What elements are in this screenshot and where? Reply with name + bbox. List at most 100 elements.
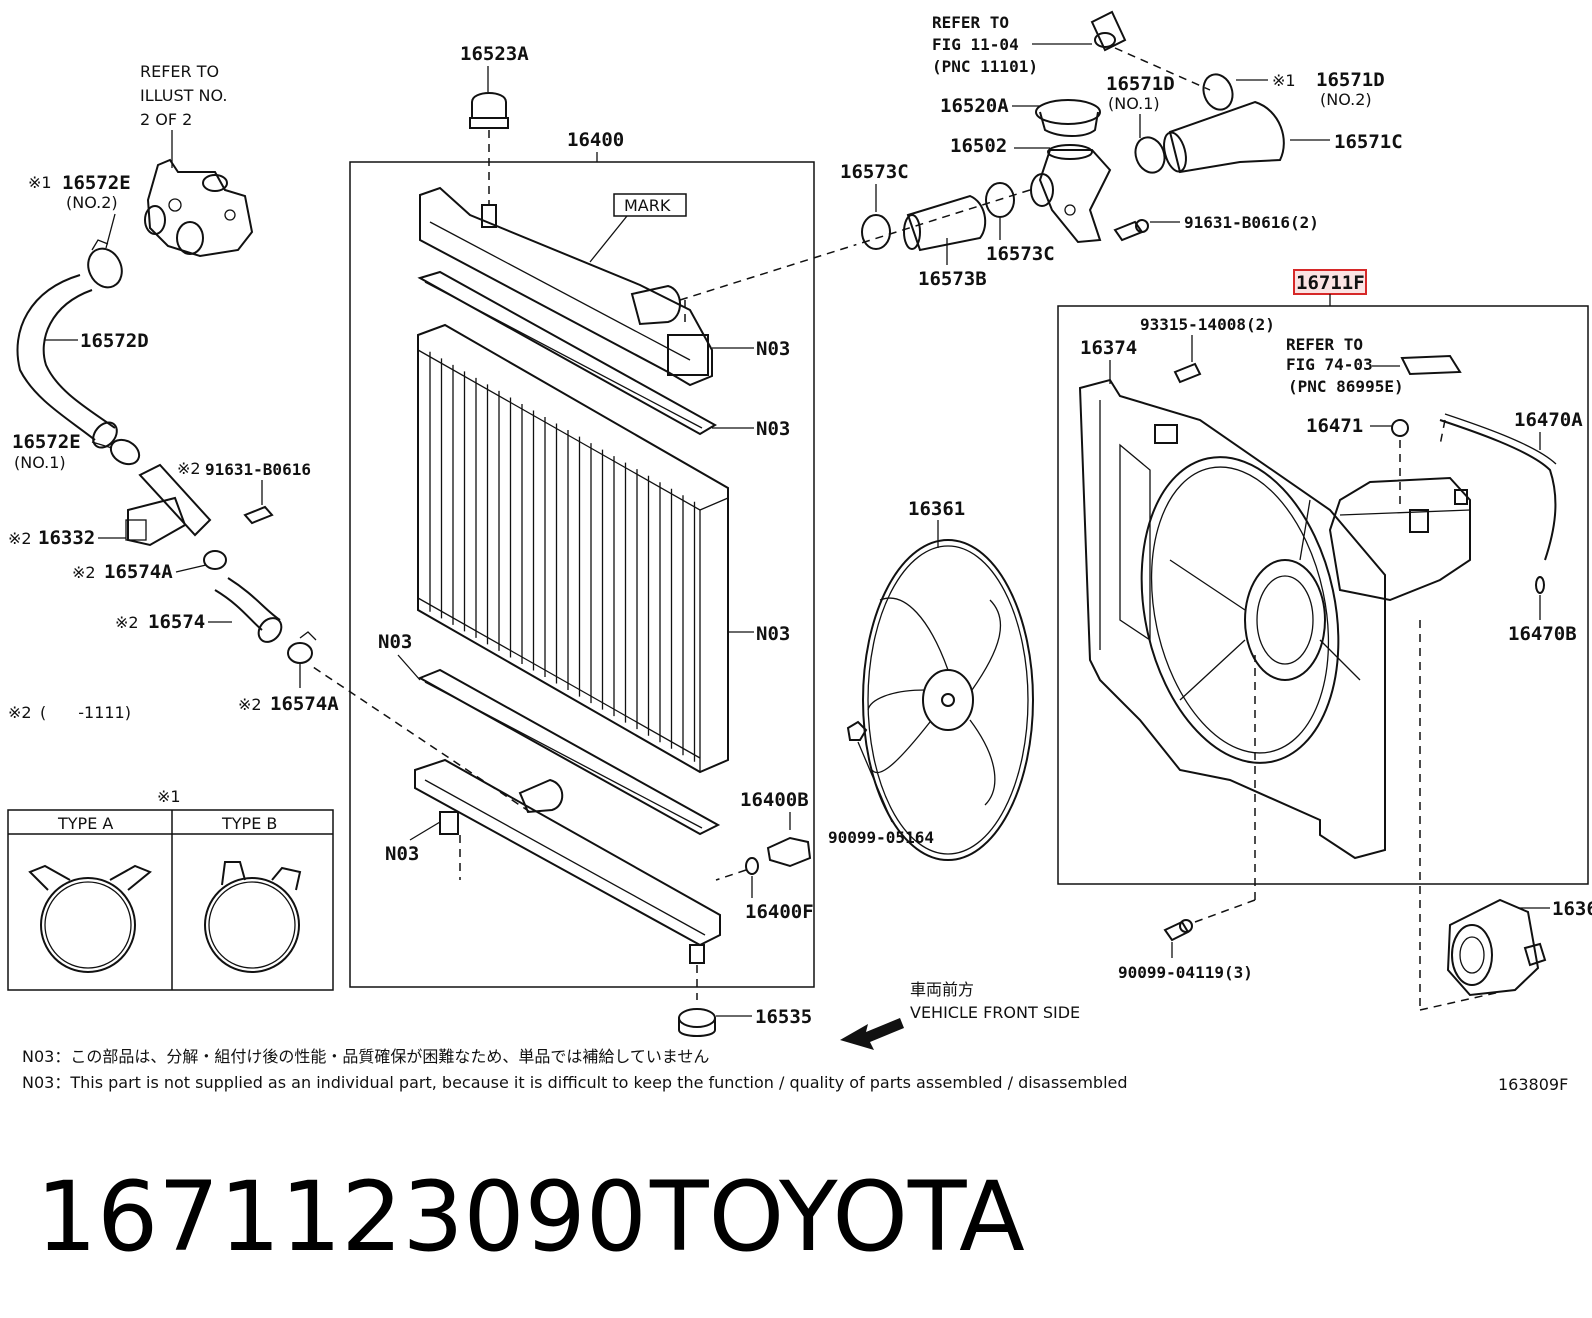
drain-cock: 16400B 16400F [715,789,814,923]
radiator-lower-gasket: N03 [378,631,721,836]
label-16572E-upper: ※1 16572E (NO.2) [28,172,131,249]
direction-en: VEHICLE FRONT SIDE [910,1003,1080,1022]
refer-fig-11-04: REFER TO FIG 11-04 (PNC 11101) [932,10,1211,91]
arrow-left-icon [840,1018,904,1050]
hose-16572D: 16572D [16,274,149,449]
part-label-16573B: 16573B [918,268,987,290]
fan-shroud [1078,378,1386,860]
part-label-16400F: 16400F [745,901,814,923]
part-label-16572D: 16572D [80,330,149,352]
mark-2: ※2 [8,529,32,548]
lower-grommet: 16535 [678,1006,812,1037]
mark-2: ※2 [115,613,139,632]
part-label: 16572E [12,431,81,453]
footnote-mark-2: ※2 ( -1111) [8,703,131,722]
mark-1: ※1 [157,787,181,806]
radiator-outlet: 16502 [854,135,1112,246]
part-label-90099-05164: 90099-05164 [828,828,934,847]
fan-motor: 16363 [1419,620,1592,1011]
refer-line-3: (PNC 11101) [932,57,1038,76]
part-label-16400B: 16400B [740,789,809,811]
label-16574A-lower: ※2 16574A [238,631,339,715]
label-16571D-no2: ※1 16571D (NO.2) [1202,69,1385,111]
refer-line-3: (PNC 86995E) [1288,377,1404,396]
refer-illust-note: REFER TO ILLUST NO. 2 OF 2 [140,62,227,168]
part-label-16471: 16471 [1306,415,1363,437]
label-16332: ※2 16332 [8,527,126,549]
mark-1: ※1 [28,173,52,192]
part-label-N03-core: N03 [756,623,790,645]
type-b-label: TYPE B [221,814,277,833]
reserve-tank [1328,476,1471,602]
mark-2: ※2 [177,459,201,478]
part-label: 91631-B0616(2) [1184,213,1319,232]
radiator-core: N03 [417,323,790,774]
note-range: ( -1111) [40,703,131,722]
part-sub: (NO.1) [1108,94,1160,113]
mark-2: ※2 [238,695,262,714]
radiator-assembly-box: 16400 [349,129,815,988]
part-label-16361: 16361 [908,498,965,520]
radiator-upper-gasket: N03 [417,270,790,440]
brand-name: TOYOTA [649,1161,1025,1273]
label-16571D-no1: 16571D (NO.1) [1106,73,1175,174]
part-label: 16574 [148,611,205,633]
water-inlet-housing [144,158,254,258]
part-label-16400: 16400 [567,129,624,151]
fan-nut: 90099-05164 [828,720,934,847]
radiator-cap: 16520A [940,95,1101,137]
shroud-callouts: 93315-14008(2) 16374 REFER TO FIG 74-03 … [1080,315,1583,645]
refer-line-3: 2 OF 2 [140,110,192,129]
hose-clamp-lower [109,438,141,466]
part-label-16374: 16374 [1080,337,1137,359]
part-label: 91631-B0616 [205,460,311,479]
refer-line-1: REFER TO [1286,335,1363,354]
part-label: 16574A [270,693,339,715]
refer-line-1: REFER TO [932,13,1009,32]
part-sub: (NO.2) [1320,90,1372,109]
part-label-16573C-2: 16573C [986,243,1055,265]
mark-callout: MARK [589,193,687,263]
hose-16571C: 16571C [1163,100,1403,174]
caption: 1671123090 TOYOTA [36,1161,1025,1273]
part-label-N03-lower-gasket: N03 [378,631,412,653]
part-label-16535: 16535 [755,1006,812,1028]
clamp-type-table: ※1 TYPE A TYPE B [7,787,334,991]
part-label: 16332 [38,527,95,549]
part-label-16363: 16363 [1552,898,1592,920]
note-jp: N03：この部品は、分解・組付け後の性能・品質確保が困難なため、単品では補給して… [22,1047,709,1066]
mark-2: ※2 [8,703,32,722]
direction-jp: 車両前方 [910,980,974,999]
type-a-label: TYPE A [57,814,113,833]
part-label-16573C-1: 16573C [840,161,909,183]
mark-1: ※1 [1272,71,1296,90]
radiator-upper-tank [419,186,856,387]
part-label: N03 [756,338,790,360]
part-number: 1671123090 [36,1161,647,1273]
part-label-90099-04119: 90099-04119(3) [1118,963,1253,982]
part-label-N03-gasket: N03 [756,418,790,440]
part-label-16470B: 16470B [1508,623,1577,645]
label-N03-upper-tank: N03 [712,338,790,360]
radiator-lower-tank: N03 [309,664,721,1000]
label-16711F-highlight: 16711F [1057,269,1589,885]
label-91631-left: ※2 91631-B0616 [177,459,311,525]
part-label-93315: 93315-14008(2) [1140,315,1275,334]
part-label-16470A: 16470A [1514,409,1583,431]
hose-16574: ※2 16574 [115,577,283,643]
part-label: 16574A [104,561,173,583]
refer-line-2: FIG 11-04 [932,35,1019,54]
label-16574A-upper: ※2 16574A [72,550,227,583]
label-16572E-lower: 16572E (NO.1) [12,431,113,472]
figure-id: 163809F [1498,1075,1568,1094]
footnotes: N03：この部品は、分解・組付け後の性能・品質確保が困難なため、単品では補給して… [22,1047,1568,1094]
vehicle-front-indicator: 車両前方 VEHICLE FRONT SIDE [840,980,1080,1050]
mark-label: MARK [624,196,671,215]
part-label: 16572E [62,172,131,194]
bypass-pipe [125,463,212,547]
refer-line-2: ILLUST NO. [140,86,227,105]
part-label: 16571D [1106,73,1175,95]
part-label-N03-lower-tank: N03 [385,843,419,865]
part-label-16571C: 16571C [1334,131,1403,153]
